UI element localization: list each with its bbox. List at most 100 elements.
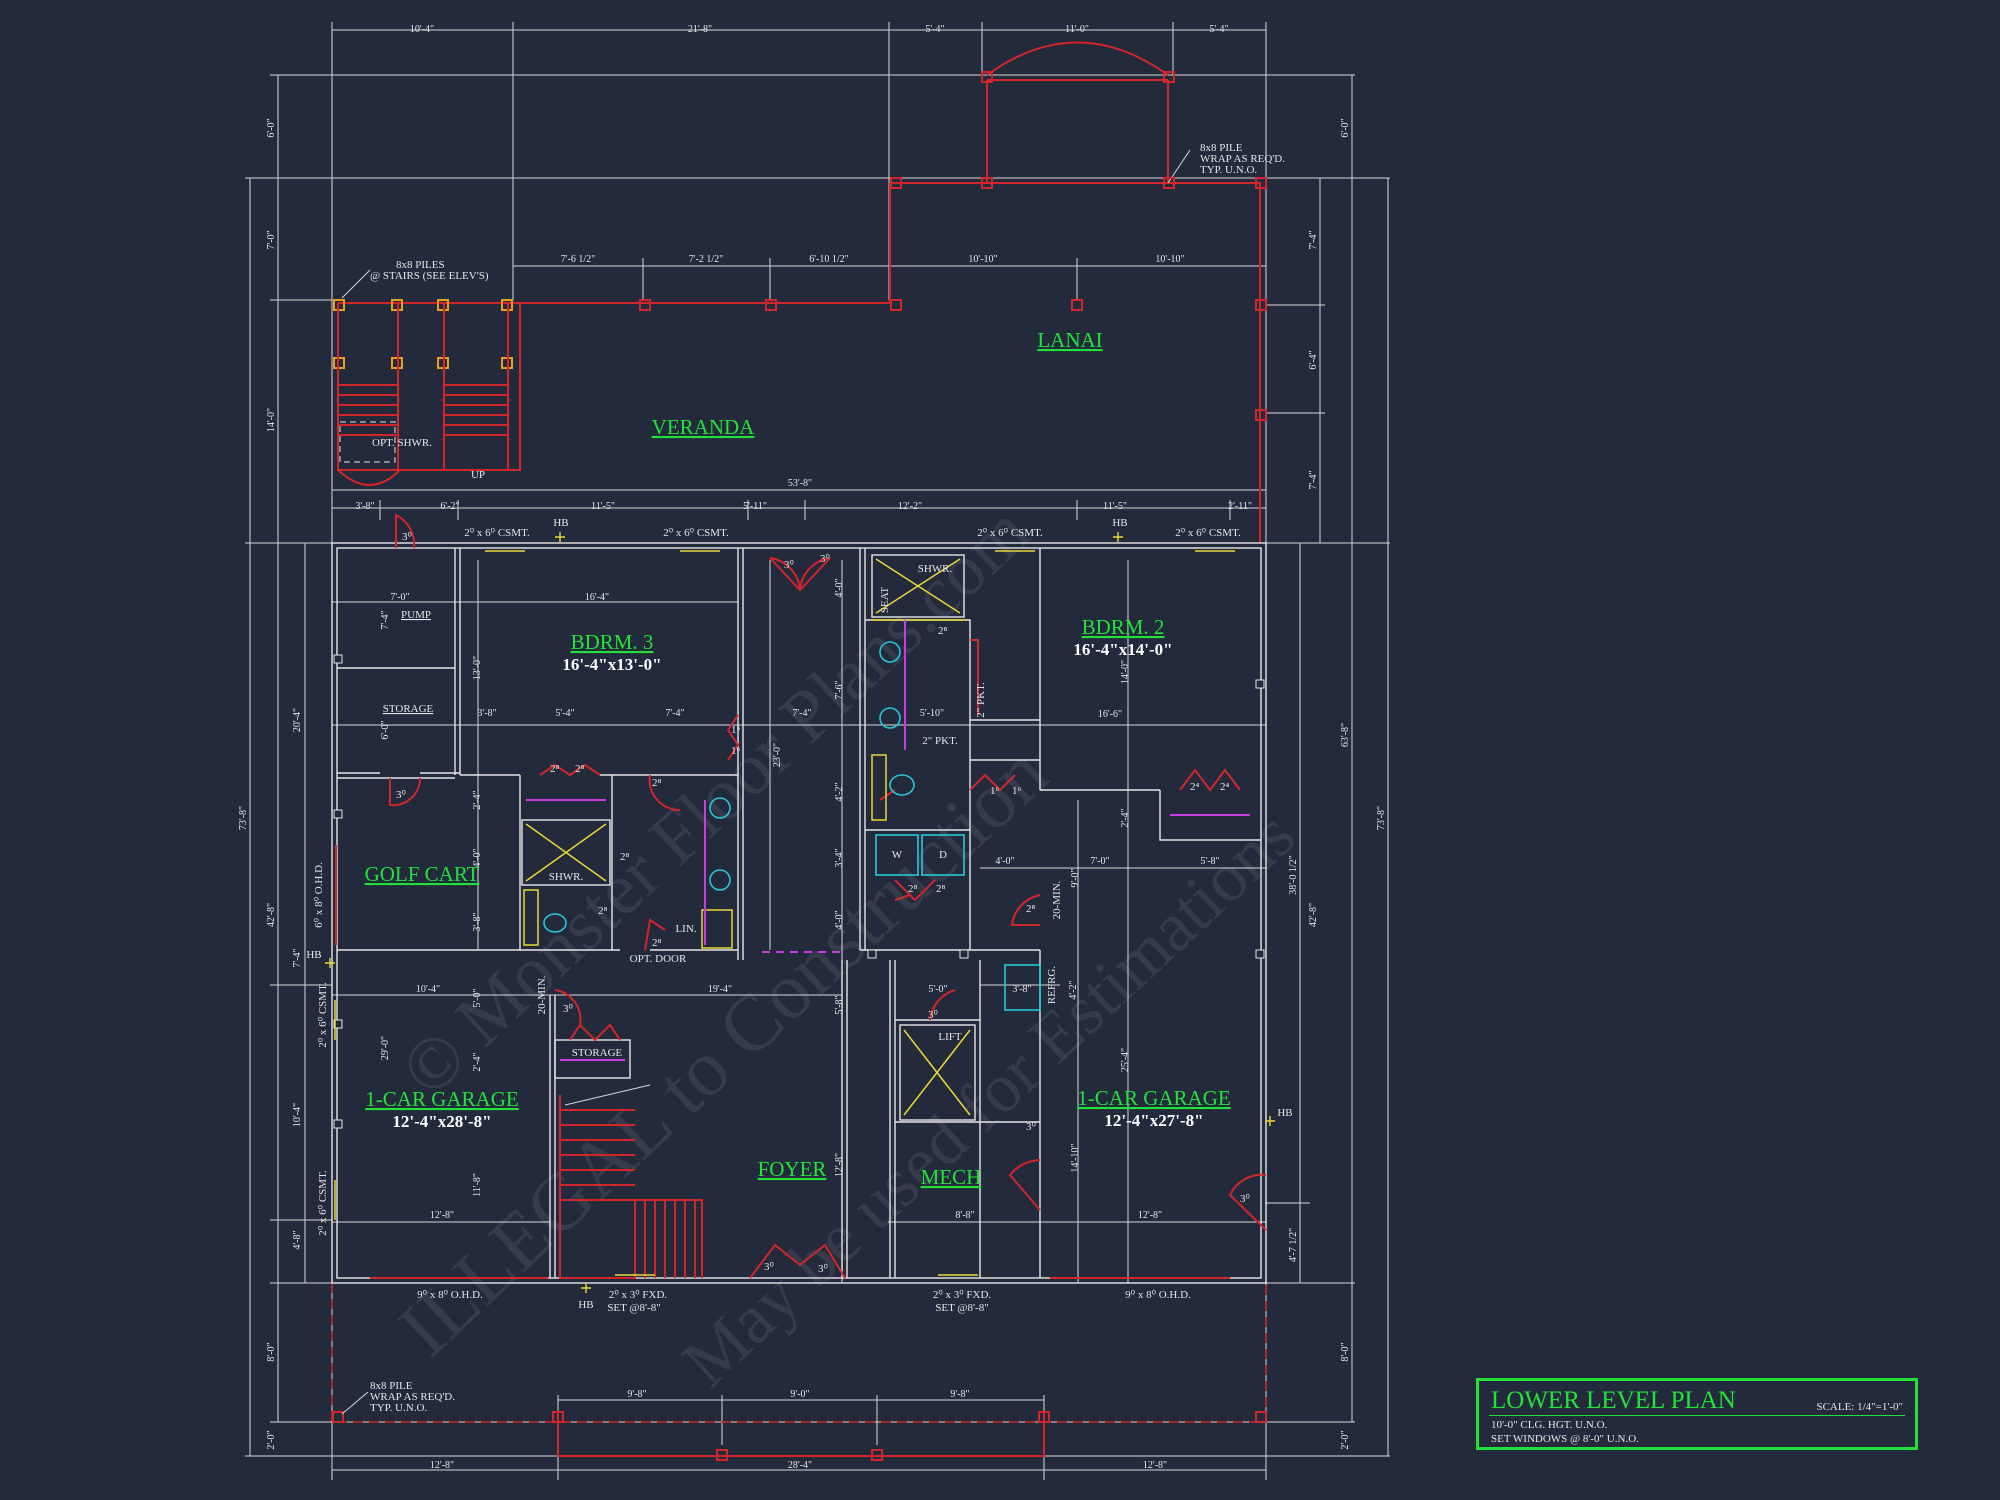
dim-int-18: 4'-0"	[834, 910, 845, 929]
dim-veranda-4: 10'-10"	[968, 254, 997, 265]
label-ohd-bottom-right: 9⁰ x 8⁰ O.H.D.	[1125, 1289, 1191, 1301]
room-veranda: VERANDA	[652, 415, 755, 439]
dim-int-35: 5'-8"	[834, 995, 845, 1014]
dim-top-2: 21'-8"	[688, 24, 712, 35]
dim-left-inner-5: 4'-8"	[292, 1230, 303, 1249]
door-size-20: 2⁸	[1026, 903, 1036, 915]
dim-int-34: 2'-4"	[472, 1052, 483, 1071]
label-csmt-5: 2⁰ x 6⁰ CSMT.	[317, 982, 329, 1048]
dim-left-inner-3: 7'-4"	[292, 948, 303, 967]
dim-int-24: 14'-0"	[1120, 660, 1131, 684]
door-size-12: 2⁸	[908, 883, 918, 895]
dim-front-6: 11'-5"	[1103, 501, 1127, 512]
dim-top-5: 5'-4"	[1209, 24, 1228, 35]
dim-right-6: 73'-8"	[1376, 806, 1387, 830]
room-golf-cart: GOLF CART	[365, 862, 480, 886]
label-lift: LIFT	[938, 1031, 962, 1043]
dim-bottom-3: 12'-8"	[1143, 1460, 1167, 1471]
door-size-9: 2⁸	[598, 905, 608, 917]
dim-int-6: 3'-8"	[477, 708, 496, 719]
dim-int-28: 19'-4"	[708, 984, 732, 995]
dim-int-29: 5'-0"	[472, 988, 483, 1007]
dim-int-32: 4'-2"	[1068, 980, 1079, 999]
dim-front-1: 3'-8"	[355, 501, 374, 512]
label-fxd-2b: SET @8'-8"	[935, 1302, 988, 1314]
dim-int-8: 7'-4"	[665, 708, 684, 719]
dim-int-9: 7'-4"	[792, 708, 811, 719]
dim-bottom-2: 28'-4"	[788, 1460, 812, 1471]
label-hb-1: HB	[553, 517, 568, 529]
dim-int-40: 12'-8"	[834, 1153, 845, 1177]
label-hb-2: HB	[1112, 517, 1127, 529]
label-fxd-2: 2⁰ x 3⁰ FXD.	[933, 1289, 992, 1301]
label-pile-bot-3: TYP. U.N.O.	[370, 1402, 427, 1414]
plan-scale: SCALE: 1/4"=1'-0"	[1816, 1401, 1903, 1413]
dim-right-inner-3: 4'-7 1/2"	[1288, 1228, 1299, 1263]
ceiling-height-note: 10'-0" CLG. HGT. U.N.O.	[1491, 1419, 1608, 1431]
dim-left-1: 6'-0"	[266, 118, 277, 137]
label-csmt-2: 2⁰ x 6⁰ CSMT.	[663, 527, 729, 539]
dim-top-4: 11'-0"	[1065, 24, 1089, 35]
room-bdrm3: BDRM. 3	[571, 630, 654, 654]
dim-int-31: 3'-8"	[1012, 984, 1031, 995]
label-20min-2: 20-MIN.	[536, 975, 548, 1014]
dim-left-6: 2'-0"	[266, 1430, 277, 1449]
label-storage: STORAGE	[383, 703, 434, 715]
dim-int-14: 4'-0"	[834, 578, 845, 597]
dim-veranda-1: 7'-6 1/2"	[561, 254, 596, 265]
dim-right-5: 63'-8"	[1340, 723, 1351, 747]
label-ohd-bottom-left: 9⁰ x 8⁰ O.H.D.	[417, 1289, 483, 1301]
dim-int-13: 23'-0"	[772, 743, 783, 767]
room-garage-right: 1-CAR GARAGE	[1077, 1086, 1230, 1110]
label-hb-3: HB	[306, 949, 321, 961]
door-size-13: 1⁶	[731, 724, 741, 736]
door-size-2: 3⁰	[396, 789, 407, 801]
door-size-5: 2⁸	[550, 763, 560, 775]
door-size-3: 3⁰	[784, 559, 795, 571]
dim-left-5: 8'-0"	[266, 1342, 277, 1361]
door-size-15: 1⁶	[990, 785, 1000, 797]
window-height-note: SET WINDOWS @ 8'-0" U.N.O.	[1491, 1433, 1639, 1445]
dim-bottom-1: 12'-8"	[430, 1460, 454, 1471]
room-bdrm2-size: 16'-4"x14'-0"	[1073, 640, 1172, 659]
door-swings	[335, 513, 1267, 1279]
label-hb-5: HB	[578, 1299, 593, 1311]
dim-int-38: 14'-10"	[1070, 1143, 1081, 1172]
label-pile-top-3: TYP. U.N.O.	[1200, 164, 1257, 176]
title-block: LOWER LEVEL PLAN SCALE: 1/4"=1'-0" 10'-0…	[1476, 1378, 1918, 1450]
label-pkt-1: 2" PKT.	[975, 682, 987, 718]
dim-int-19: 5'-10"	[920, 708, 944, 719]
dim-int-1: 7'-0"	[390, 592, 409, 603]
door-size-18: 2⁴	[1220, 781, 1230, 793]
room-foyer: FOYER	[758, 1157, 827, 1181]
label-shwr-left: SHWR.	[549, 871, 584, 883]
label-up: UP	[471, 469, 485, 481]
label-pile-bot-1: 8x8 PILE	[370, 1380, 413, 1392]
label-pump: PUMP	[401, 609, 431, 621]
label-piles-stairs-2: @ STAIRS (SEE ELEV'S)	[370, 270, 489, 282]
label-pile-bot-2: WRAP AS REQ'D.	[370, 1391, 455, 1403]
label-opt-door: OPT. DOOR	[630, 953, 687, 965]
door-size-labels: 3⁰ 3⁰ 3⁰ 3⁰ 2⁸ 2⁸ 2⁸ 2⁸ 2⁸ 2⁸ 2⁸ 2⁸ 1⁶ 1…	[396, 531, 1251, 1275]
dim-int-41: 8'-8"	[955, 1210, 974, 1221]
dim-right-inner-2: 42'-8"	[1308, 903, 1319, 927]
door-size-23: 3⁰	[1026, 1121, 1037, 1133]
dim-int-37: 25'-4"	[1120, 1048, 1131, 1072]
plan-title: LOWER LEVEL PLAN	[1491, 1387, 1736, 1414]
dim-int-22: 5'-8"	[1200, 856, 1219, 867]
door-size-26: 3⁰	[818, 1263, 829, 1275]
plan-notes: PUMP STORAGE STORAGE SHWR. SHWR. LIN. OP…	[306, 142, 1293, 1415]
door-size-19: 2⁸	[936, 883, 946, 895]
dim-int-26: 9'-0"	[1070, 868, 1081, 887]
label-seat: SEAT	[879, 587, 891, 614]
dim-int-17: 3'-4"	[834, 848, 845, 867]
dim-int-25: 2'-4"	[1120, 808, 1131, 827]
label-pkt-2: 2" PKT.	[922, 735, 958, 747]
door-size-25: 3⁰	[764, 1261, 775, 1273]
dim-veranda-2: 7'-2 1/2"	[689, 254, 724, 265]
dim-front-5: 12'-2"	[898, 501, 922, 512]
dim-int-10: 2'-4"	[472, 790, 483, 809]
walls	[331, 542, 1267, 1284]
label-csmt-6: 2⁰ x 6⁰ CSMT.	[317, 1170, 329, 1236]
dim-right-2: 7'-4"	[1308, 230, 1319, 249]
